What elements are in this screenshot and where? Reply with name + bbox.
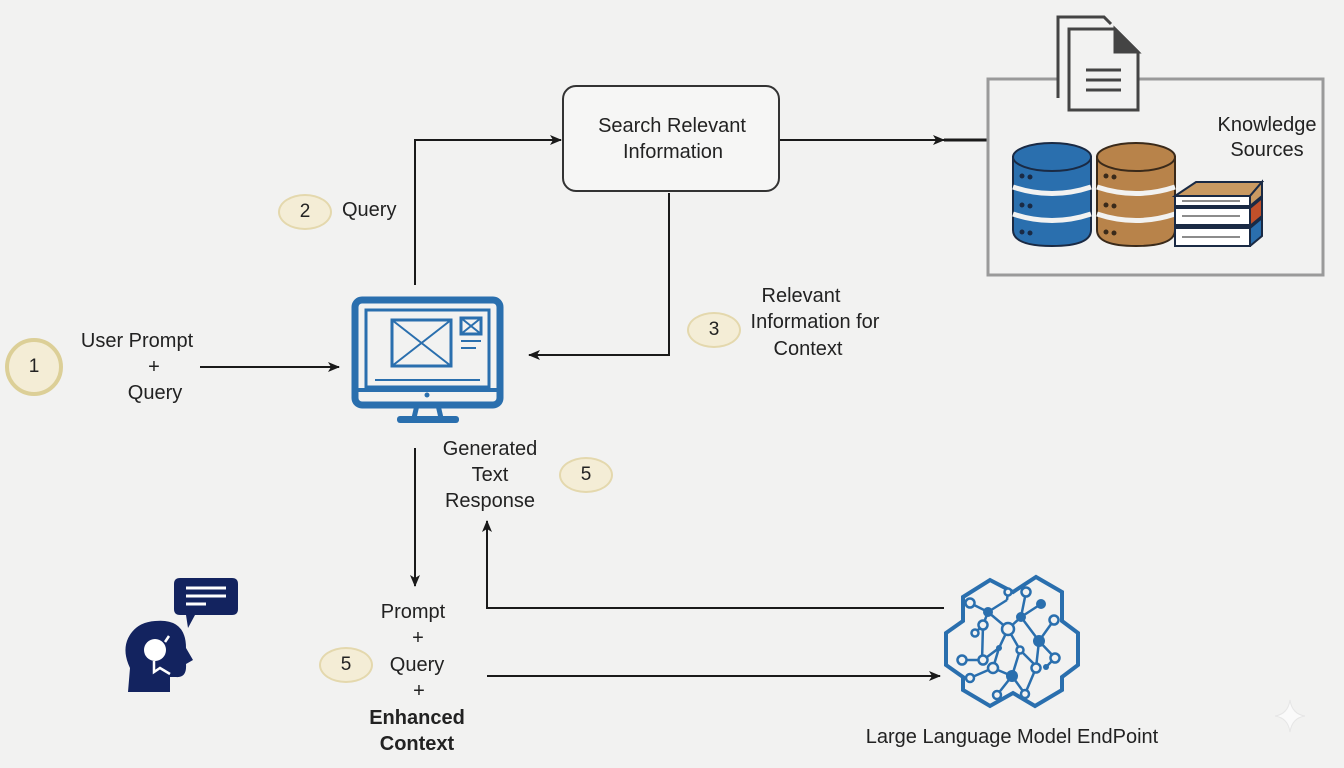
llm-endpoint-label: Large Language Model EndPoint xyxy=(865,726,1159,748)
database-icon xyxy=(1012,142,1092,248)
step-3-badge: 3 xyxy=(687,312,741,348)
step-5b-badge: 5 xyxy=(319,647,373,683)
step-1-label-line2: + xyxy=(148,356,160,378)
knowledge-sources-label-line1: Knowledge xyxy=(1217,114,1317,136)
person-speech-icon xyxy=(125,578,238,692)
step-5a-label-line1: Generated xyxy=(442,438,538,460)
documents-icon xyxy=(1056,15,1142,112)
step-3-label-line2: Information for xyxy=(750,311,880,333)
knowledge-sources-label-line2: Sources xyxy=(1230,139,1304,161)
step-1-badge: 1 xyxy=(5,338,63,396)
search-box-label-line2: Information xyxy=(622,141,724,163)
search-relevant-information-box xyxy=(562,85,780,192)
step-5b-label-line1: Prompt xyxy=(380,601,446,623)
step-3-label-line3: Context xyxy=(773,338,843,360)
books-icon xyxy=(1171,179,1265,247)
arrow-context-to-monitor xyxy=(528,193,670,360)
step-1-label-line3: Query xyxy=(127,382,183,404)
step-1-label-line1: User Prompt xyxy=(80,330,194,352)
arrow-query-to-search xyxy=(414,135,562,285)
arrow-llm-to-response xyxy=(482,520,944,609)
neural-network-icon xyxy=(944,574,1080,709)
sparkle-icon xyxy=(1274,699,1306,733)
monitor-icon xyxy=(351,296,504,423)
step-2-label: Query xyxy=(342,199,397,221)
step-5a-label-line2: Text xyxy=(471,464,509,486)
knowledge-sources-box xyxy=(986,77,1325,277)
step-5b-label-line6: Context xyxy=(379,733,455,755)
step-3-label-line1: Relevant xyxy=(761,285,841,307)
step-2-badge: 2 xyxy=(278,194,332,230)
database-icon xyxy=(1096,142,1176,248)
step-5a-label-line3: Response xyxy=(444,490,536,512)
step-5b-label-line5: Enhanced xyxy=(369,707,465,729)
search-box-label-line1: Search Relevant xyxy=(598,115,746,137)
step-5b-label-line2: + xyxy=(412,627,424,649)
step-5b-label-line3: Query xyxy=(389,654,445,676)
step-5a-badge: 5 xyxy=(559,457,613,493)
step-5b-label-line4: + xyxy=(413,680,425,702)
